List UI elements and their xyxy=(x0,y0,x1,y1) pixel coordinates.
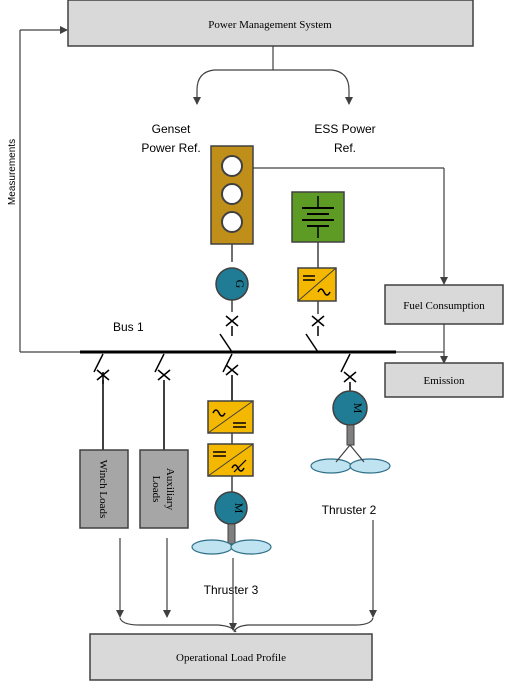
breaker-icon xyxy=(154,353,171,450)
battery-icon xyxy=(291,191,345,243)
breaker-icon xyxy=(93,353,110,450)
auxiliary-loads-label-1: Auxiliary xyxy=(164,468,176,511)
load-profile-arrows xyxy=(116,520,377,633)
emission-box: Emission xyxy=(384,362,504,398)
fuel-consumption-box: Fuel Consumption xyxy=(384,284,504,325)
propeller-icon xyxy=(310,458,391,474)
breaker-icon xyxy=(340,353,357,390)
auxiliary-loads-box: Auxiliary Loads xyxy=(139,449,189,529)
generator-symbol: G xyxy=(233,280,247,289)
motor-icon: M xyxy=(332,390,368,426)
pms-title: Power Management System xyxy=(208,19,332,31)
ess-ref-label-1: ESS Power xyxy=(314,122,375,136)
measurements-line xyxy=(19,26,80,353)
genset-ref-label-1: Genset xyxy=(152,122,191,136)
bus-label: Bus 1 xyxy=(113,320,144,334)
motor-3-symbol: M xyxy=(232,503,246,514)
breaker-icon xyxy=(222,353,239,401)
operational-load-profile-box: Operational Load Profile xyxy=(89,633,373,681)
fuel-consumption-label: Fuel Consumption xyxy=(403,300,485,312)
converter-icon xyxy=(207,443,254,477)
breaker-icon xyxy=(219,315,239,353)
emission-label: Emission xyxy=(424,375,465,387)
generator-icon: G xyxy=(215,267,249,301)
auxiliary-loads-label-2: Loads xyxy=(150,476,162,503)
winch-loads-label: Winch Loads xyxy=(97,460,109,519)
winch-loads-box: Winch Loads xyxy=(79,449,129,529)
propeller-icon xyxy=(191,539,272,555)
converter-icon xyxy=(207,400,254,434)
thruster2-label: Thruster 2 xyxy=(322,503,377,517)
pms-box: Power Management System xyxy=(67,0,474,47)
genset-ref-label-2: Power Ref. xyxy=(141,141,200,155)
pms-ref-arrows xyxy=(193,46,353,105)
measurements-label: Measurements xyxy=(7,139,18,205)
motor-2-symbol: M xyxy=(351,403,365,414)
genset-engine-icon xyxy=(210,145,254,245)
motor-icon: M xyxy=(214,491,248,525)
breaker-icon xyxy=(305,315,325,353)
converter-icon xyxy=(297,267,337,302)
thruster3-label: Thruster 3 xyxy=(204,583,259,597)
operational-load-profile-label: Operational Load Profile xyxy=(176,652,286,664)
engine-fuel-line xyxy=(253,167,448,285)
ess-ref-label-2: Ref. xyxy=(334,141,356,155)
